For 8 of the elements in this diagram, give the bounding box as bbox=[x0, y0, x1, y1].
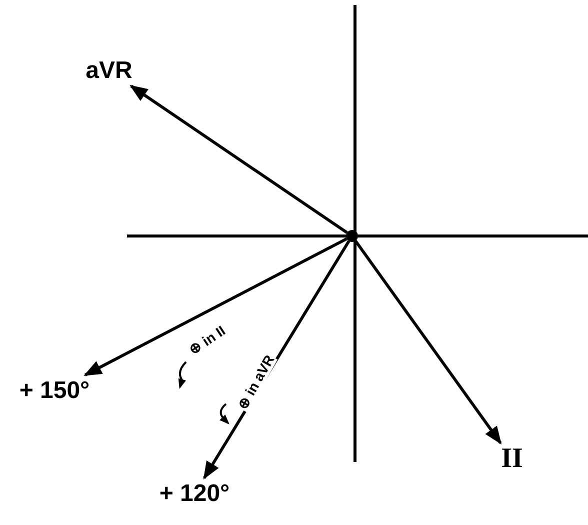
arrow bbox=[84, 237, 348, 376]
lead-label: + 120° bbox=[159, 480, 230, 508]
arrow bbox=[354, 240, 502, 444]
lead-label: + 150° bbox=[19, 377, 90, 405]
center-dot bbox=[346, 230, 358, 242]
lead-label: aVR bbox=[86, 57, 132, 85]
lead-label: II bbox=[501, 443, 523, 475]
arrow bbox=[130, 84, 348, 234]
